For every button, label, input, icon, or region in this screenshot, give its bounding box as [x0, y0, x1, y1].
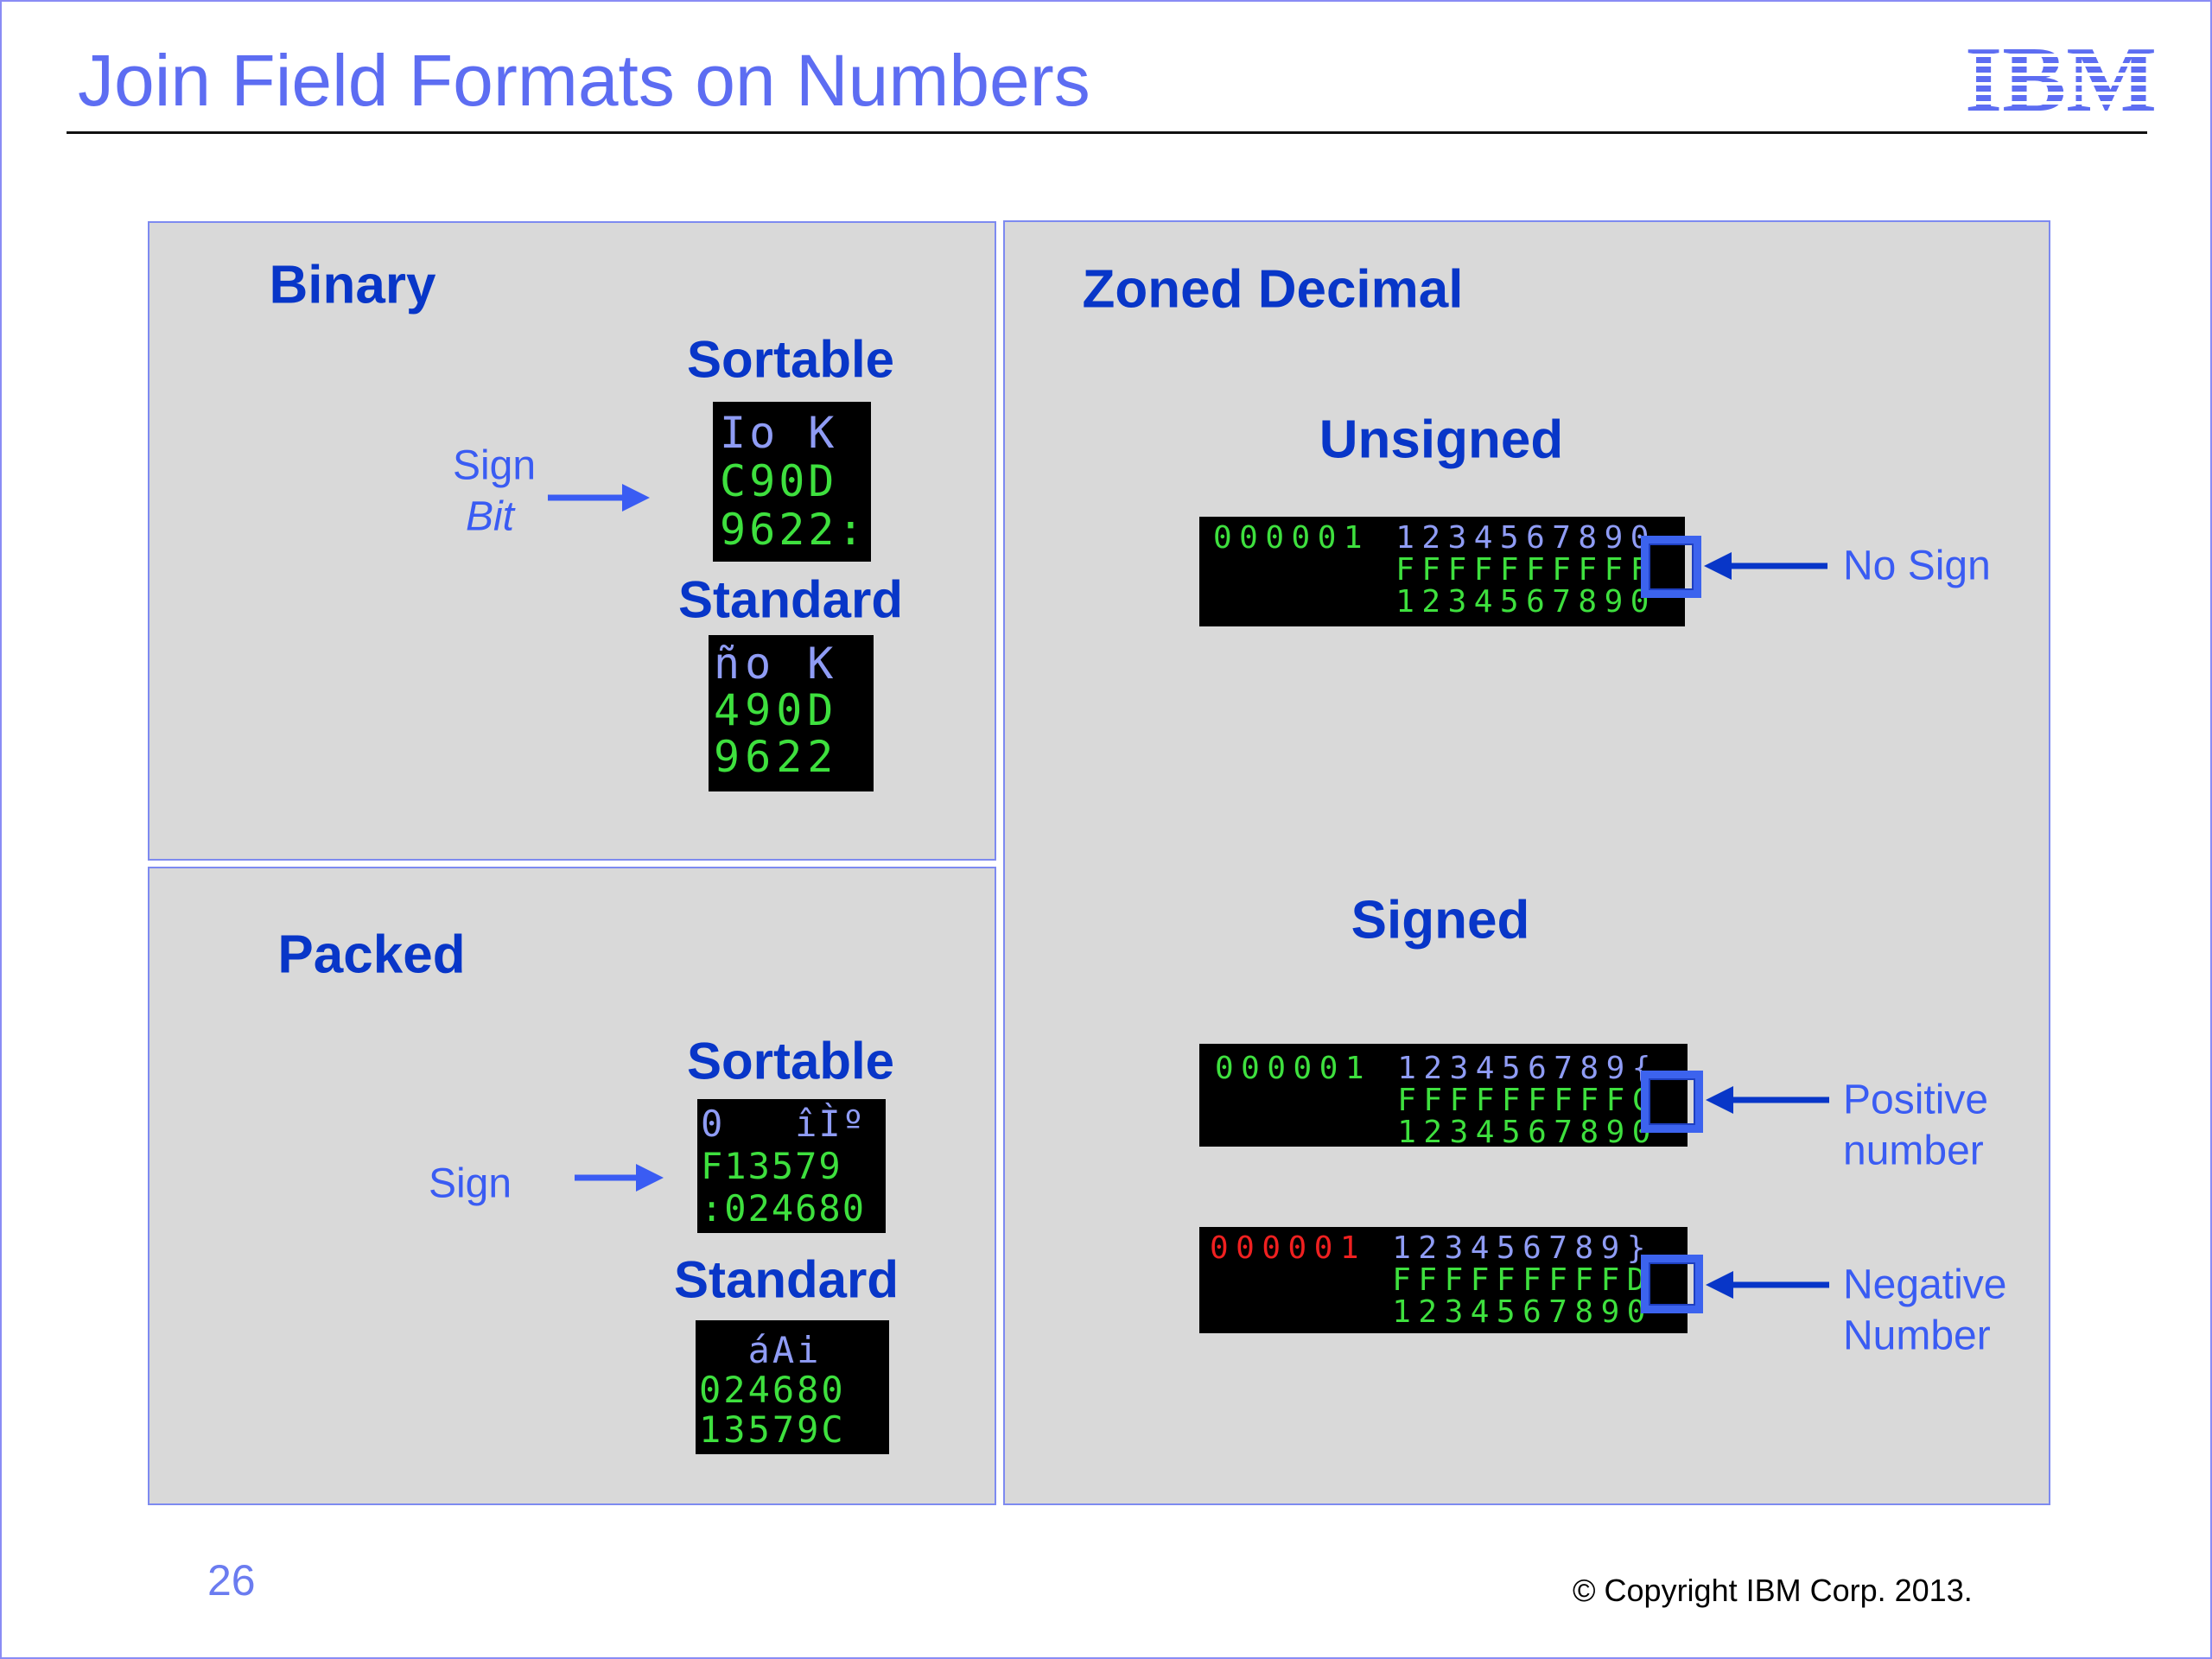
- screen-text: [1210, 1262, 1392, 1298]
- packed-sortable-label: Sortable: [686, 1032, 895, 1090]
- negative-arrow-icon: [1706, 1271, 1829, 1299]
- screen-row: 000001 1234567890: [1213, 522, 1685, 554]
- screen-row: FFFFFFFFFC: [1215, 1084, 1688, 1116]
- packed-sign-label: Sign: [429, 1160, 512, 1207]
- screen-row: 9622:: [720, 505, 871, 554]
- screen-text: FFFFFFFFFC: [1397, 1083, 1658, 1118]
- screen-row: :024680: [701, 1187, 886, 1230]
- negative-number-label-1: Negative: [1843, 1262, 2007, 1308]
- negative-sign-highlight-box: [1641, 1255, 1703, 1313]
- screen-text: 123456789{: [1397, 1051, 1658, 1086]
- binary-sortable-label: Sortable: [686, 330, 895, 389]
- negative-number-label-2: Number: [1843, 1313, 1991, 1359]
- screen-row: 0 îÌº: [701, 1103, 886, 1145]
- ibm-logo: IBM: [1965, 38, 2157, 114]
- screen-row: FFFFFFFFFF: [1213, 554, 1685, 586]
- packed-standard-label: Standard: [673, 1250, 899, 1309]
- screen-row: F13579: [701, 1145, 886, 1187]
- zoned-unsigned-screen: 000001 1234567890 FFFFFFFFFF 1234567890: [1199, 517, 1685, 626]
- binary-heading: Binary: [269, 255, 436, 315]
- screen-text: 490D: [714, 685, 839, 735]
- binary-bit-label: Bit: [466, 493, 515, 540]
- screen-text: 024680: [699, 1369, 846, 1411]
- binary-sign-label: Sign: [453, 442, 537, 489]
- binary-standard-label: Standard: [677, 570, 904, 629]
- screen-text: 1234567890: [1397, 1115, 1658, 1147]
- screen-text: 0 îÌº: [701, 1103, 867, 1145]
- screen-text: 000001: [1215, 1051, 1398, 1086]
- screen-text: 1234567890: [1395, 584, 1656, 620]
- screen-text: áAi: [699, 1329, 822, 1371]
- screen-text: Io K: [720, 408, 838, 458]
- no-sign-arrow-icon: [1704, 552, 1827, 580]
- screen-text: 1234567890: [1392, 1294, 1653, 1330]
- screen-text: [1215, 1083, 1397, 1118]
- screen-text: ño K: [714, 639, 839, 689]
- positive-number-label-1: Positive: [1843, 1077, 1989, 1123]
- screen-text: 000001: [1213, 520, 1396, 556]
- binary-sign-arrow-icon: [548, 484, 650, 512]
- screen-text: [1210, 1294, 1392, 1330]
- screen-row: FFFFFFFFFD: [1210, 1264, 1688, 1296]
- page-number: 26: [207, 1556, 256, 1605]
- zoned-signed-label: Signed: [1351, 890, 1530, 950]
- screen-row: áAi: [699, 1331, 889, 1370]
- screen-text: 13579C: [699, 1408, 846, 1451]
- zoned-positive-screen: 000001 123456789{ FFFFFFFFFC 1234567890: [1199, 1044, 1688, 1147]
- positive-sign-highlight-box: [1641, 1071, 1703, 1133]
- screen-text: FFFFFFFFFD: [1392, 1262, 1653, 1298]
- zoned-unsigned-label: Unsigned: [1319, 410, 1564, 470]
- packed-heading: Packed: [277, 925, 466, 985]
- screen-text: 9622: [714, 732, 839, 782]
- screen-row: 1234567890: [1213, 586, 1685, 618]
- screen-text: :024680: [701, 1187, 867, 1230]
- positive-number-label-2: number: [1843, 1128, 1984, 1174]
- screen-text: C90D: [720, 456, 838, 506]
- svg-text:IBM: IBM: [1965, 38, 2157, 114]
- zoned-heading: Zoned Decimal: [1082, 259, 1464, 320]
- no-sign-label: No Sign: [1843, 543, 1991, 589]
- slide-title: Join Field Formats on Numbers: [78, 40, 1090, 121]
- screen-text: 123456789}: [1392, 1230, 1653, 1266]
- zoned-negative-screen: 000001 123456789} FFFFFFFFFD 1234567890: [1199, 1227, 1688, 1333]
- screen-text: [1215, 1115, 1397, 1147]
- screen-text: FFFFFFFFFF: [1395, 552, 1656, 588]
- screen-text: [1213, 552, 1395, 588]
- screen-row: 9622: [714, 734, 874, 780]
- screen-row: 1234567890: [1210, 1296, 1688, 1328]
- screen-text: 9622:: [720, 505, 868, 555]
- screen-row: 490D: [714, 687, 874, 734]
- screen-text: F13579: [701, 1145, 842, 1187]
- screen-row: 1234567890: [1215, 1116, 1688, 1147]
- screen-text: 1234567890: [1395, 520, 1656, 556]
- screen-row: 13579C: [699, 1410, 889, 1450]
- copyright: © Copyright IBM Corp. 2013.: [1573, 1573, 1973, 1608]
- screen-row: 000001 123456789{: [1215, 1052, 1688, 1084]
- screen-row: 024680: [699, 1370, 889, 1410]
- title-divider: [67, 131, 2147, 134]
- packed-sign-arrow-icon: [575, 1164, 664, 1192]
- screen-row: ño K: [714, 640, 874, 687]
- no-sign-highlight-box: [1641, 536, 1701, 598]
- screen-row: 000001 123456789}: [1210, 1232, 1688, 1264]
- screen-row: Io K: [720, 409, 871, 457]
- screen-text: [1213, 584, 1395, 620]
- screen-row: C90D: [720, 457, 871, 505]
- positive-arrow-icon: [1706, 1086, 1829, 1114]
- screen-text: 000001: [1210, 1230, 1393, 1266]
